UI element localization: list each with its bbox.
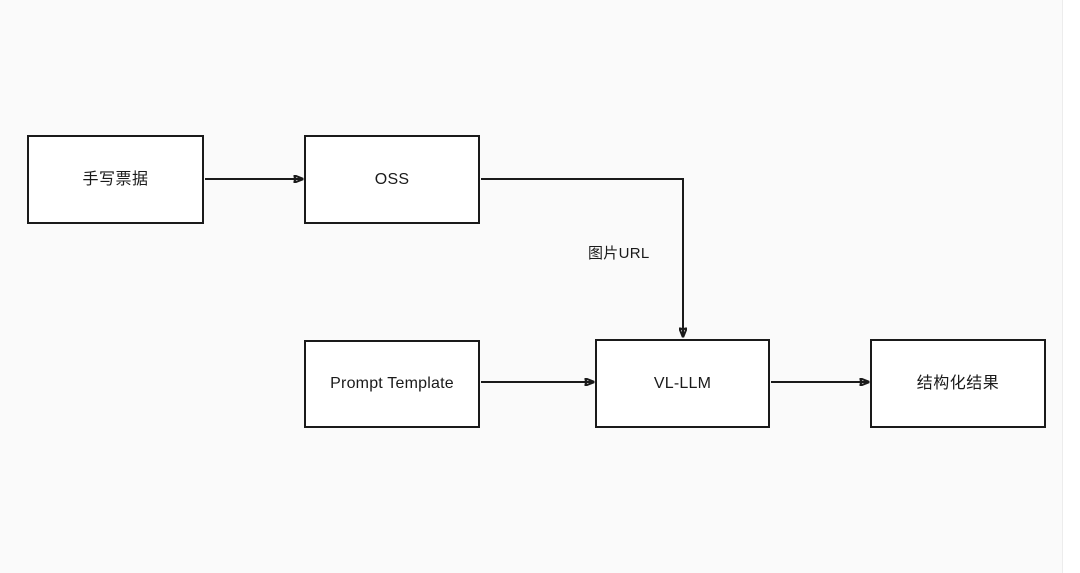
node-label-vl-llm: VL-LLM — [653, 374, 712, 392]
node-label-oss: OSS — [374, 170, 410, 188]
node-label-prompt-template: Prompt Template — [330, 375, 454, 393]
node-label-structured-result: 结构化结果 — [916, 374, 1000, 392]
node-label-handwritten-bill: 手写票据 — [82, 170, 149, 188]
node-prompt-template[interactable]: Prompt Template — [304, 340, 480, 428]
node-vl-llm[interactable]: VL-LLM — [595, 339, 770, 428]
canvas-right-edge — [1062, 0, 1063, 573]
node-structured-result[interactable]: 结构化结果 — [870, 339, 1046, 428]
node-handwritten-bill[interactable]: 手写票据 — [27, 135, 204, 224]
node-oss[interactable]: OSS — [304, 135, 480, 224]
canvas-outer-margin — [1063, 0, 1080, 573]
edge-oss-to-vlllm — [481, 178, 683, 337]
edge-label-image-url: 图片URL — [588, 245, 650, 262]
